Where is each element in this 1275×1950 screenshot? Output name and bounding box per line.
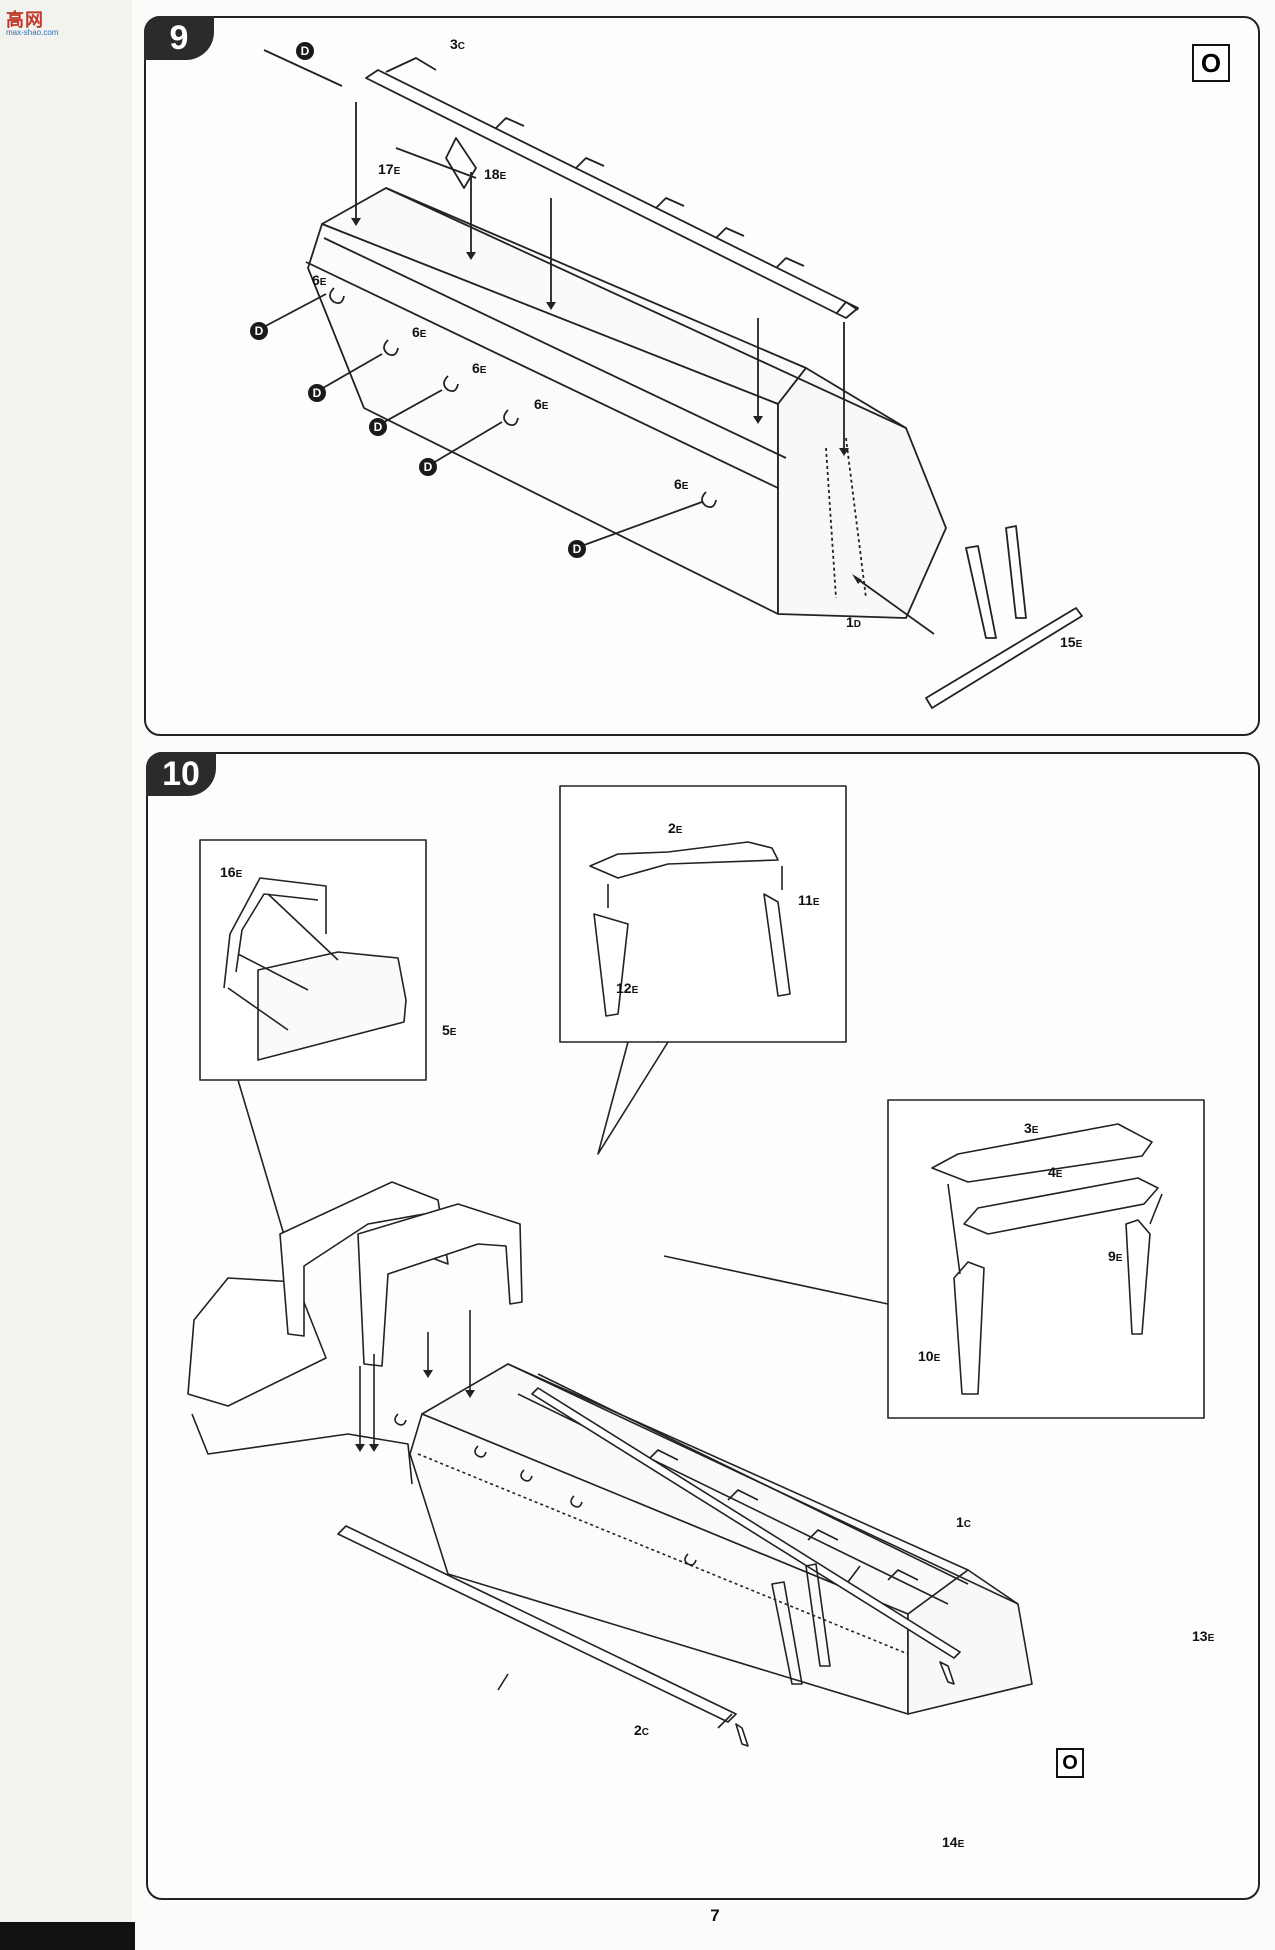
part-label: 12E xyxy=(616,980,639,996)
part-label: 1C xyxy=(956,1514,972,1530)
step-10-number: 10 xyxy=(146,752,216,796)
cement-marker: D xyxy=(250,322,268,340)
step-9-diagram xyxy=(257,49,1083,709)
part-label: 17E xyxy=(378,161,401,177)
part-label: 11E xyxy=(798,892,820,908)
part-label: 2C xyxy=(634,1722,650,1738)
cement-marker: D xyxy=(568,540,586,558)
step-9-panel: 9 O xyxy=(144,16,1260,736)
left-margin xyxy=(0,0,132,1950)
step-9-number: 9 xyxy=(144,16,214,60)
site-watermark-logo: 高网 max-shao.com xyxy=(6,6,70,40)
part-label: 10E xyxy=(918,1348,941,1364)
cement-marker: D xyxy=(419,458,437,476)
part-label: 13E xyxy=(1192,1628,1215,1644)
part-label: 4E xyxy=(1048,1164,1063,1180)
cement-marker: D xyxy=(369,418,387,436)
step-9-variant-tag: O xyxy=(1192,44,1230,82)
part-label: 14E xyxy=(942,1834,965,1850)
step-10-diagram xyxy=(187,785,1205,1747)
part-label: 3E xyxy=(1024,1120,1039,1136)
part-label: 3C xyxy=(450,36,466,52)
part-label: 18E xyxy=(484,166,507,182)
watermark-url: max-shao.com xyxy=(6,28,59,37)
part-label: 2E xyxy=(668,820,683,836)
part-label: 6E xyxy=(412,324,427,340)
part-label: 6E xyxy=(674,476,689,492)
part-label: 6E xyxy=(472,360,487,376)
part-label: 1D xyxy=(846,614,862,630)
page-number: 7 xyxy=(710,1906,720,1925)
part-label: 5E xyxy=(442,1022,457,1038)
part-label: 6E xyxy=(534,396,549,412)
step-10-panel: 10 xyxy=(146,752,1260,1900)
part-label: 6E xyxy=(312,272,327,288)
cement-marker: D xyxy=(308,384,326,402)
scan-edge-bar xyxy=(0,1922,135,1950)
watermark-title: 高网 xyxy=(6,10,44,30)
part-label: 15E xyxy=(1060,634,1083,650)
part-label: 16E xyxy=(220,864,243,880)
cement-marker: D xyxy=(296,42,314,60)
step-10-variant-tag: O xyxy=(1056,1748,1084,1778)
part-label: 9E xyxy=(1108,1248,1123,1264)
